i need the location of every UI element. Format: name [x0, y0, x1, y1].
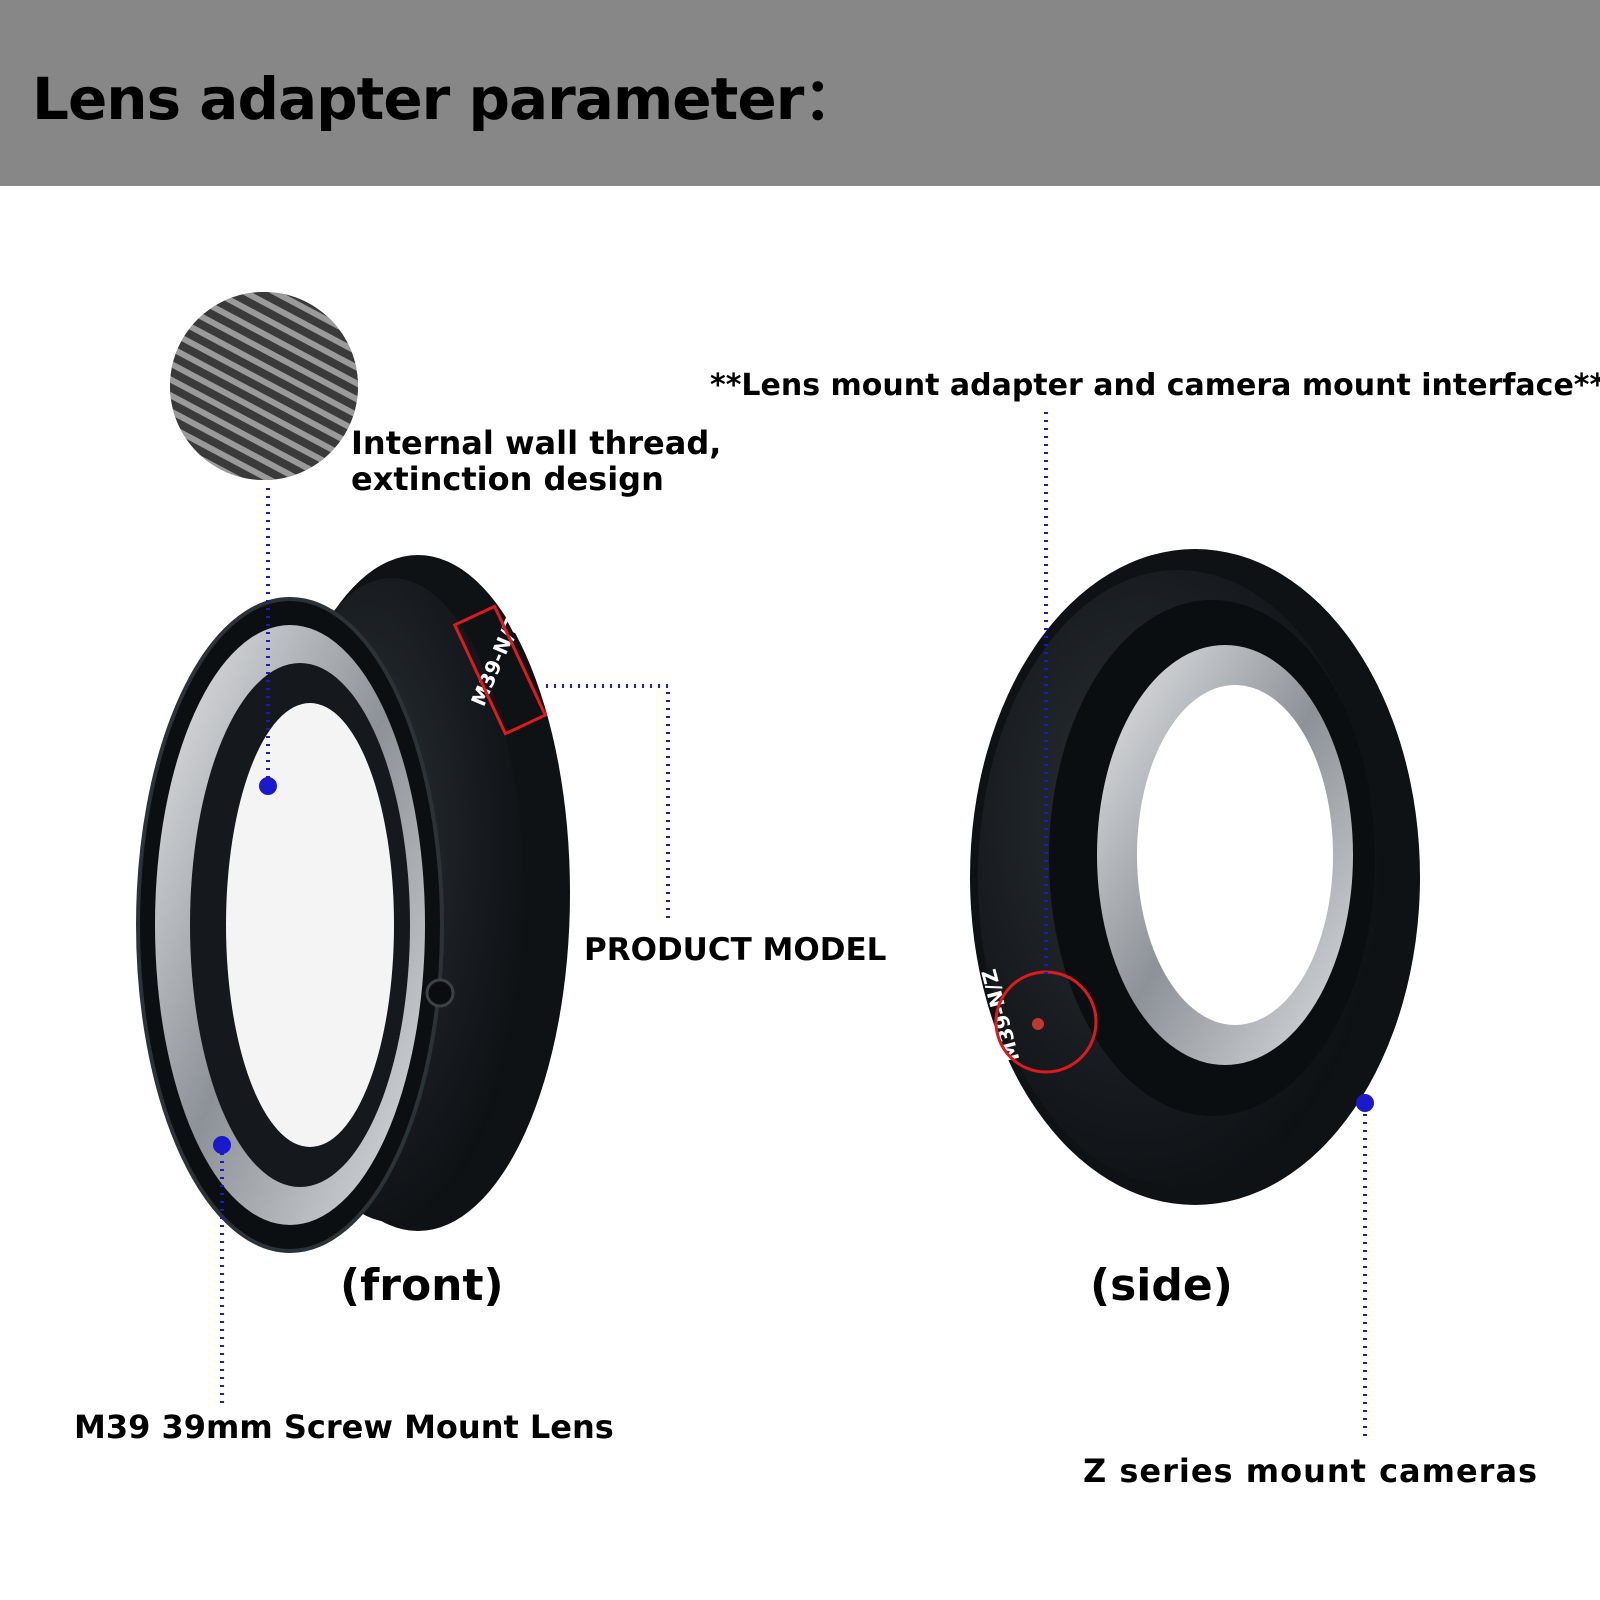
leader-model [546, 684, 670, 918]
leader-lines [220, 412, 1367, 1440]
label-thread-line2: extinction design [351, 460, 664, 498]
label-lens: M39 39mm Screw Mount Lens [74, 1408, 614, 1446]
dot-cameras [1356, 1094, 1374, 1112]
header-bar [0, 0, 1600, 186]
label-interface: **Lens mount adapter and camera mount in… [710, 368, 1600, 403]
page-title: Lens adapter parameter： [32, 65, 861, 133]
label-side: (side) [1090, 1260, 1233, 1311]
label-cameras: Z series mount cameras [1083, 1452, 1539, 1490]
label-product-model: PRODUCT MODEL [584, 932, 887, 968]
leader-dots [213, 777, 1374, 1154]
front-adapter-image [136, 555, 570, 1253]
dot-lens [213, 1136, 231, 1154]
thread-detail-image [170, 292, 358, 480]
label-front: (front) [340, 1260, 504, 1311]
label-thread-line1: Internal wall thread, [351, 424, 722, 462]
side-adapter-image [970, 549, 1420, 1205]
dot-thread [259, 777, 277, 795]
model-highlight-box [452, 604, 548, 736]
